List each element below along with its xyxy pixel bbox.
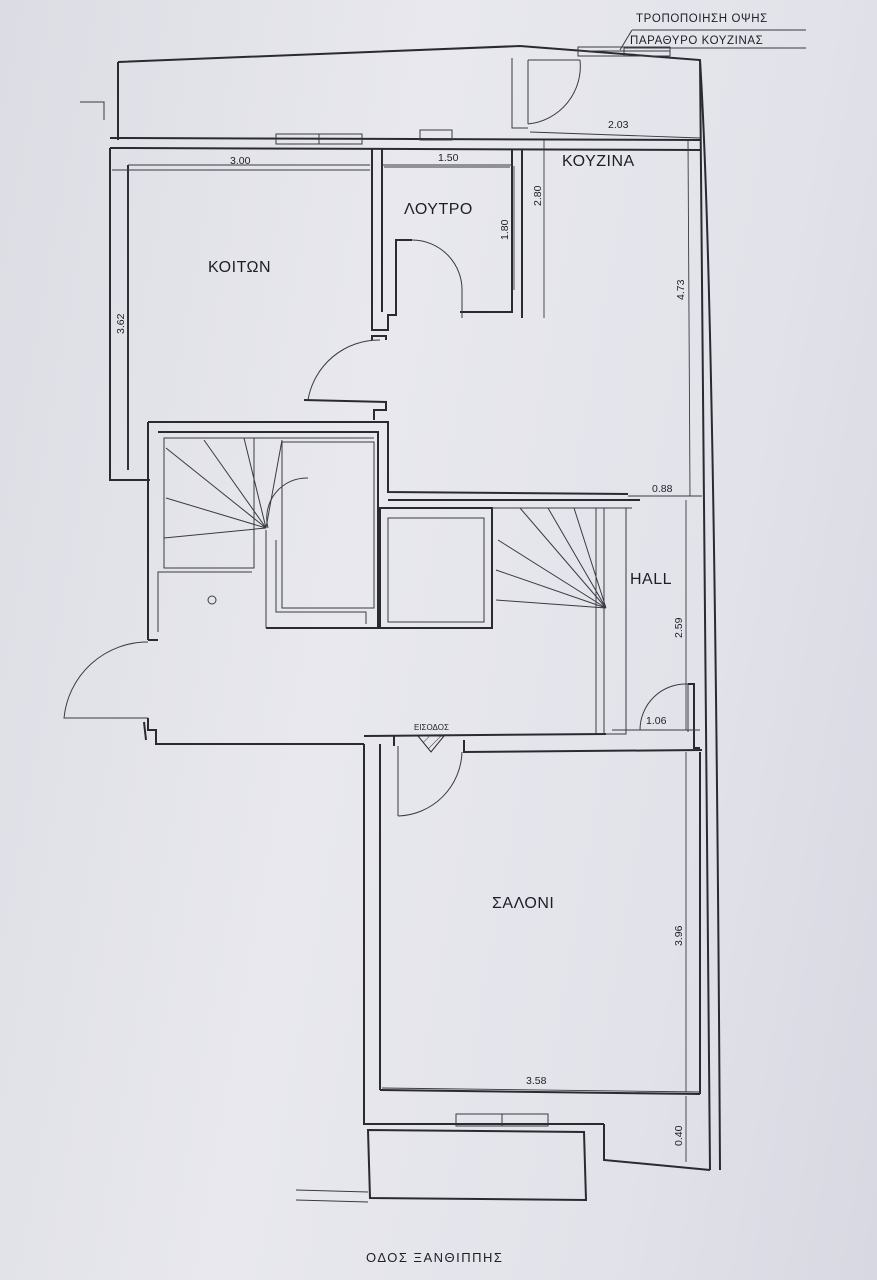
room-hall: HALL [630,571,672,588]
note-line1: ΤΡΟΠΟΠΟΙΗΣΗ ΟΨΗΣ [636,13,768,25]
hall-stairs [379,499,640,735]
bathroom-walls [371,148,523,331]
living-walls [295,752,711,1203]
dim-bedroom-width: 3.00 [230,155,251,167]
street-name: ΟΔΟΣ ΞΑΝΘΙΠΠΗΣ [366,1250,503,1265]
entrance-door [393,735,463,817]
dim-balcony: 0.40 [673,1125,685,1146]
kitchen-top-window [511,46,671,129]
dim-right-upper: 4.73 [675,279,687,300]
room-living: ΣΑΛΟΝΙ [492,895,554,912]
dimension-lines [112,131,702,1162]
dim-hall-door: 1.06 [646,715,667,727]
dim-bath-depth: 1.80 [499,219,511,240]
hall-door [363,683,703,1125]
room-bedroom: ΚΟΙΤΩΝ [208,259,271,276]
dim-hall-wall: 0.88 [652,483,673,495]
dim-bedroom-depth: 3.62 [115,313,127,334]
outer-walls [80,44,721,1171]
dim-living-width: 3.58 [526,1075,547,1087]
dim-hall-depth: 2.59 [673,617,685,638]
entrance-label: ΕΙΣΟΔΟΣ [414,723,449,732]
note-leader [619,29,806,51]
room-kitchen: ΚΟΥΖΙΝΑ [562,153,635,170]
upper-windows [275,129,453,145]
dim-kitchen-depth: 2.80 [532,185,544,206]
room-bathroom: ΛΟΥΤΡΟ [404,201,473,218]
dim-living-depth: 3.96 [673,925,685,946]
main-door [63,639,364,745]
bedroom-door [303,335,387,420]
staircase [147,421,629,640]
dim-kitchen-width: 2.03 [608,119,629,131]
dim-bath-width: 1.50 [438,152,459,164]
note-line2: ΠΑΡΑΘΥΡΟ ΚΟΥΖΙΝΑΣ [630,35,763,47]
